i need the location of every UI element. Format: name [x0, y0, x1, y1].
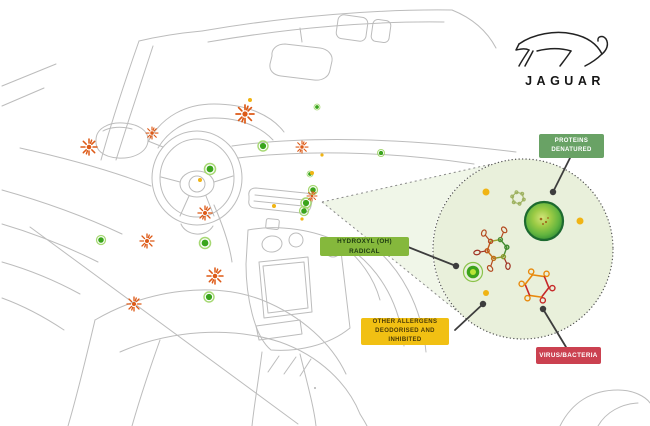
yellow-particle [198, 178, 202, 182]
orange-particle [206, 267, 224, 285]
callout-virus-line1: VIRUS/BACTERIA [539, 351, 598, 359]
orange-particle [126, 296, 142, 312]
orange-particle [197, 205, 213, 221]
orange-particle [306, 190, 318, 202]
callout-other-allergens: OTHER ALLERGENS DEODORISED AND INHIBITED [361, 318, 449, 345]
jaguar-logo: JAGUAR [503, 24, 623, 90]
steering-wheel [151, 130, 243, 235]
center-console [245, 227, 351, 351]
orange-particle [295, 140, 309, 154]
yellow-particle [483, 290, 489, 296]
jaguar-wordmark: JAGUAR [525, 74, 605, 88]
green-particle [198, 236, 212, 250]
green-particle [95, 234, 107, 246]
yellow-particle [248, 98, 252, 102]
callout-proteins-line1: PROTEINS [554, 138, 589, 144]
side-mirror [95, 122, 164, 159]
yellow-particle [300, 217, 304, 221]
green-particle [203, 162, 217, 176]
allergen-molecule [473, 226, 511, 272]
callout-hydroxyl-radical: HYDROXYL (OH) RADICAL [320, 237, 409, 256]
small-molecule [510, 190, 526, 206]
yellow-particle [320, 153, 324, 157]
hydroxyl-radical-particle [462, 261, 484, 283]
callout-allergens-line1: OTHER ALLERGENS [372, 319, 438, 325]
jaguar-leaper-icon [515, 31, 609, 67]
green-particle [203, 291, 215, 303]
callout-connectors [407, 157, 571, 348]
orange-particle [139, 233, 155, 249]
rearview-mirror [269, 27, 333, 81]
orange-particle [145, 126, 159, 140]
callout-virus-bacteria: VIRUS/BACTERIA [536, 347, 601, 364]
yellow-particle [272, 204, 276, 208]
callout-proteins-denatured: PROTEINS DENATURED [539, 134, 604, 158]
orange-particle [235, 104, 255, 124]
magnified-lens [432, 158, 614, 340]
stray-speck [314, 387, 316, 389]
protein-cell [523, 200, 565, 242]
orange-particle [80, 138, 98, 156]
driver-seat [67, 289, 368, 426]
virus-molecule [518, 268, 556, 304]
yellow-particle [310, 171, 314, 175]
callout-hydroxyl-line1: HYDROXYL (OH) RADICAL [337, 238, 392, 255]
callout-allergens-line2: DEODORISED AND INHIBITED [375, 328, 435, 343]
callout-proteins-line2: DENATURED [551, 147, 592, 153]
yellow-particle [576, 217, 584, 225]
green-particle [313, 103, 321, 111]
green-particle [377, 149, 385, 157]
yellow-particle [482, 188, 490, 196]
